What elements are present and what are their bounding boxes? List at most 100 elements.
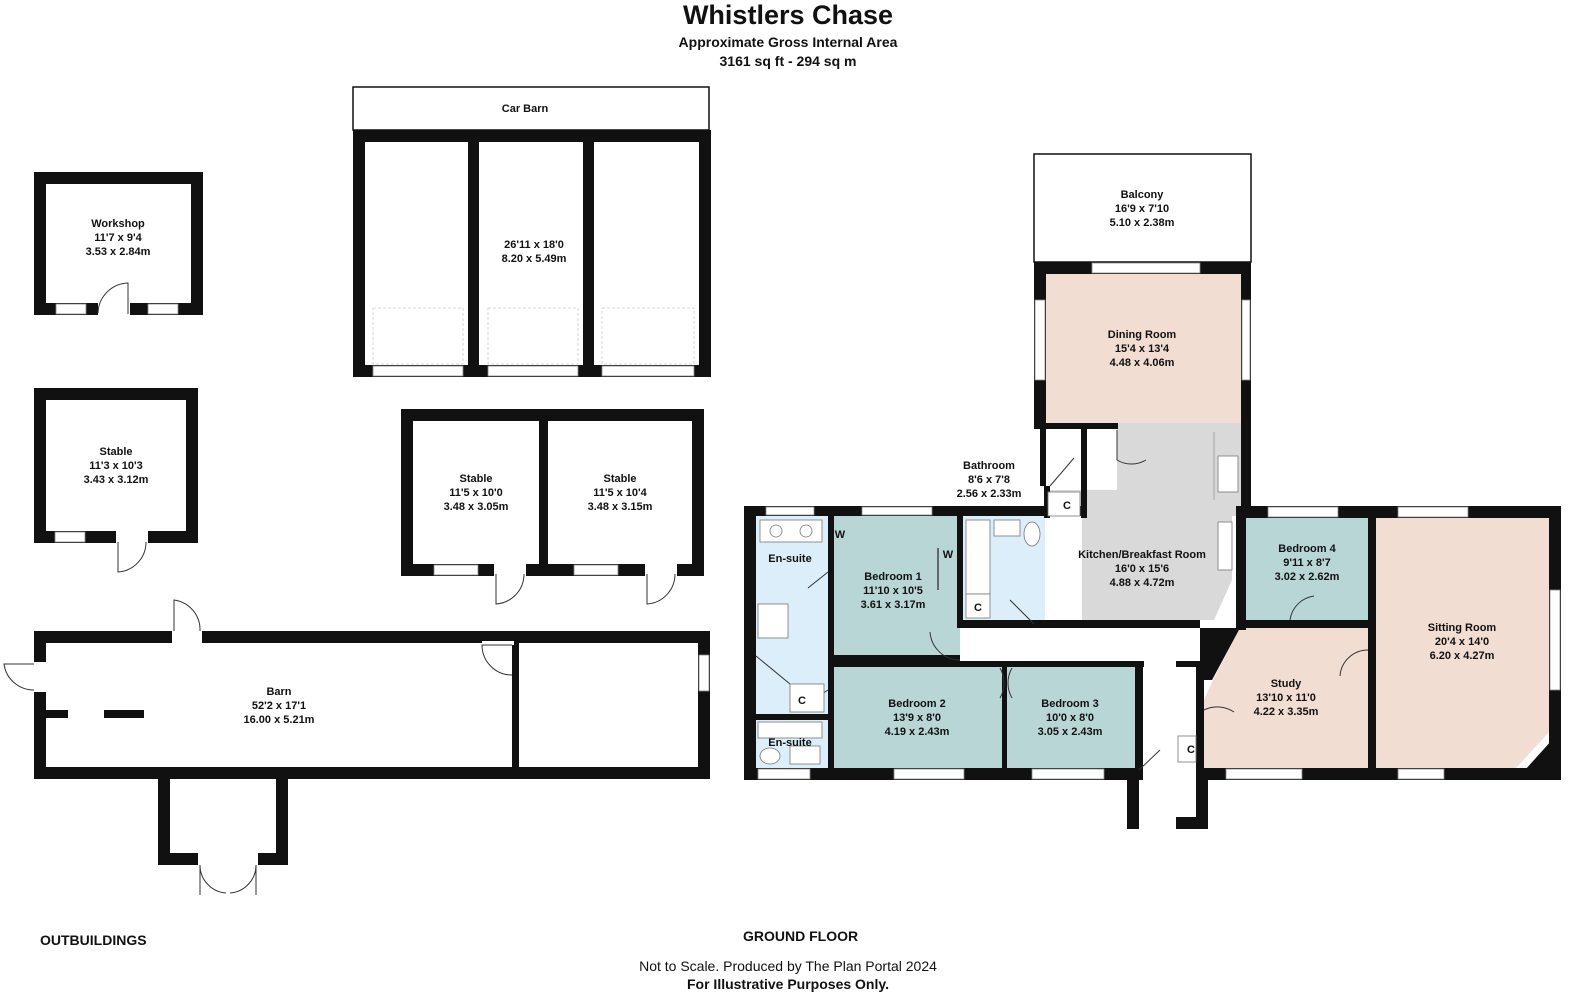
kitchen-imperial: 16'0 x 15'6	[1115, 563, 1169, 575]
cupboard-marker-hall-2: C	[1187, 744, 1195, 756]
stable-3-imperial: 11'5 x 10'4	[593, 487, 647, 499]
sitting-room-label: Sitting Room	[1428, 622, 1497, 634]
dining-room-metric: 4.48 x 4.06m	[1110, 357, 1175, 369]
bedroom-2-metric: 4.19 x 2.43m	[885, 726, 950, 738]
bedroom-1-door	[929, 631, 961, 661]
dining-room-window-top	[1091, 262, 1201, 274]
barn-left-door	[3, 663, 35, 691]
front-door	[1138, 749, 1161, 771]
stable-2-door	[495, 573, 525, 605]
en-suite-2-window	[757, 768, 811, 780]
bedroom-1-imperial: 11'10 x 10'5	[863, 585, 923, 597]
study-metric: 4.22 x 3.35m	[1254, 706, 1319, 718]
bedroom-4-fill	[1246, 518, 1368, 620]
bedroom-1-metric: 3.61 x 3.17m	[861, 599, 926, 611]
car-barn-door-swing-3	[601, 307, 695, 365]
bathtub	[965, 519, 991, 595]
plan-subtitle: Approximate Gross Internal Area	[678, 34, 898, 50]
stable-2-metric: 3.48 x 3.05m	[444, 501, 509, 513]
en-suite-basins	[759, 519, 823, 543]
bathroom-door	[1009, 599, 1035, 625]
dining-room-fill	[1046, 274, 1241, 423]
wardrobe-marker-1: W	[835, 529, 846, 541]
bedroom-2-label: Bedroom 2	[888, 698, 945, 710]
stable-3-door	[646, 573, 676, 605]
bathroom-basin	[993, 519, 1021, 537]
footer-disclaimer: For Illustrative Purposes Only.	[686, 976, 889, 992]
workshop-window-1	[55, 303, 87, 315]
bedroom-3-label: Bedroom 3	[1041, 698, 1098, 710]
bedroom-4-window	[1267, 506, 1339, 518]
bedroom-4-label: Bedroom 4	[1278, 543, 1336, 555]
stable-2-imperial: 11'5 x 10'0	[449, 487, 503, 499]
stable-2-label: Stable	[459, 473, 492, 485]
car-barn-canopy	[352, 86, 710, 131]
stable-1-imperial: 11'3 x 10'3	[89, 460, 143, 472]
kitchen-metric: 4.88 x 4.72m	[1110, 577, 1175, 589]
study-imperial: 13'10 x 11'0	[1256, 692, 1316, 704]
sitting-room-window-right	[1549, 589, 1561, 691]
bedroom-2-fill	[834, 667, 1002, 768]
car-barn: Car Barn 26'11 x 18'0 8.20 x 5.49m	[352, 86, 711, 377]
stable-3-label: Stable	[603, 473, 636, 485]
dining-room-window-right	[1241, 299, 1251, 381]
stable-3-metric: 3.48 x 3.15m	[588, 501, 653, 513]
en-suite-2-wc	[759, 747, 781, 765]
sitting-room-fill	[1376, 518, 1551, 768]
car-barn-door-swing-1	[372, 307, 464, 365]
bedroom-2-window	[893, 768, 965, 780]
stables-pair: Stable 11'5 x 10'0 3.48 x 3.05m Stable 1…	[401, 409, 704, 605]
dining-room-label: Dining Room	[1108, 329, 1177, 341]
stable-1: Stable 11'3 x 10'3 3.43 x 3.12m	[34, 388, 198, 573]
workshop-label: Workshop	[91, 218, 145, 230]
workshop-imperial: 11'7 x 9'4	[94, 232, 142, 244]
bathroom-imperial: 8'6 x 7'8	[968, 474, 1010, 486]
barn-label: Barn	[266, 686, 291, 698]
bathroom-label: Bathroom	[963, 460, 1015, 472]
bedroom-2-imperial: 13'9 x 8'0	[893, 712, 941, 724]
study-fill	[1204, 628, 1368, 768]
stable-1-door	[117, 541, 147, 573]
car-barn-wall-right	[699, 130, 711, 377]
car-barn-door-swing-2	[487, 307, 579, 365]
kitchen-sink	[1217, 455, 1239, 493]
barn-imperial: 52'2 x 17'1	[252, 700, 306, 712]
cupboard-marker-hall: C	[1063, 500, 1071, 512]
bedroom-1-fill	[834, 516, 960, 661]
stable-1-metric: 3.43 x 3.12m	[84, 474, 149, 486]
markers: C C C C W W	[789, 491, 1197, 763]
balcony-metric: 5.10 x 2.38m	[1110, 217, 1175, 229]
ground-floor-heading: GROUND FLOOR	[743, 928, 859, 944]
car-barn-door-3	[601, 365, 695, 377]
balcony	[1033, 153, 1252, 263]
outbuildings-heading: OUTBUILDINGS	[40, 932, 147, 948]
bedroom-3-fill	[1006, 667, 1135, 768]
en-suite-shower	[757, 603, 789, 639]
car-barn-divider-2	[583, 130, 594, 377]
fixtures	[757, 432, 1239, 765]
sitting-room-imperial: 20'4 x 14'0	[1435, 636, 1489, 648]
en-suite-1-label: En-suite	[768, 553, 811, 565]
car-barn-wall-top	[353, 130, 711, 142]
car-barn-imperial: 26'11 x 18'0	[504, 239, 564, 251]
en-suite-2-bath	[757, 721, 823, 739]
kitchen-door	[1116, 430, 1147, 465]
balcony-imperial: 16'9 x 7'10	[1115, 203, 1169, 215]
bedroom-4-door	[1289, 595, 1315, 621]
study-label: Study	[1271, 678, 1302, 690]
bathroom-wc	[1023, 521, 1041, 547]
gross-area: 3161 sq ft - 294 sq m	[719, 53, 857, 69]
bedroom-4-imperial: 9'11 x 8'7	[1283, 557, 1330, 569]
stable-1-window	[54, 531, 86, 543]
en-suite-inner-door	[755, 655, 791, 685]
bathroom-metric: 2.56 x 2.33m	[957, 488, 1022, 500]
study-door	[1203, 706, 1235, 713]
footer-credit: Not to Scale. Produced by The Plan Porta…	[639, 958, 937, 974]
kitchen-fill	[1044, 423, 1241, 620]
bedroom-3-metric: 3.05 x 2.43m	[1038, 726, 1103, 738]
sitting-room-door	[1339, 649, 1369, 677]
barn: Barn 52'2 x 17'1 16.00 x 5.21m	[3, 599, 710, 895]
barn-top-door	[173, 599, 201, 632]
bedroom-2-door	[999, 667, 1005, 699]
